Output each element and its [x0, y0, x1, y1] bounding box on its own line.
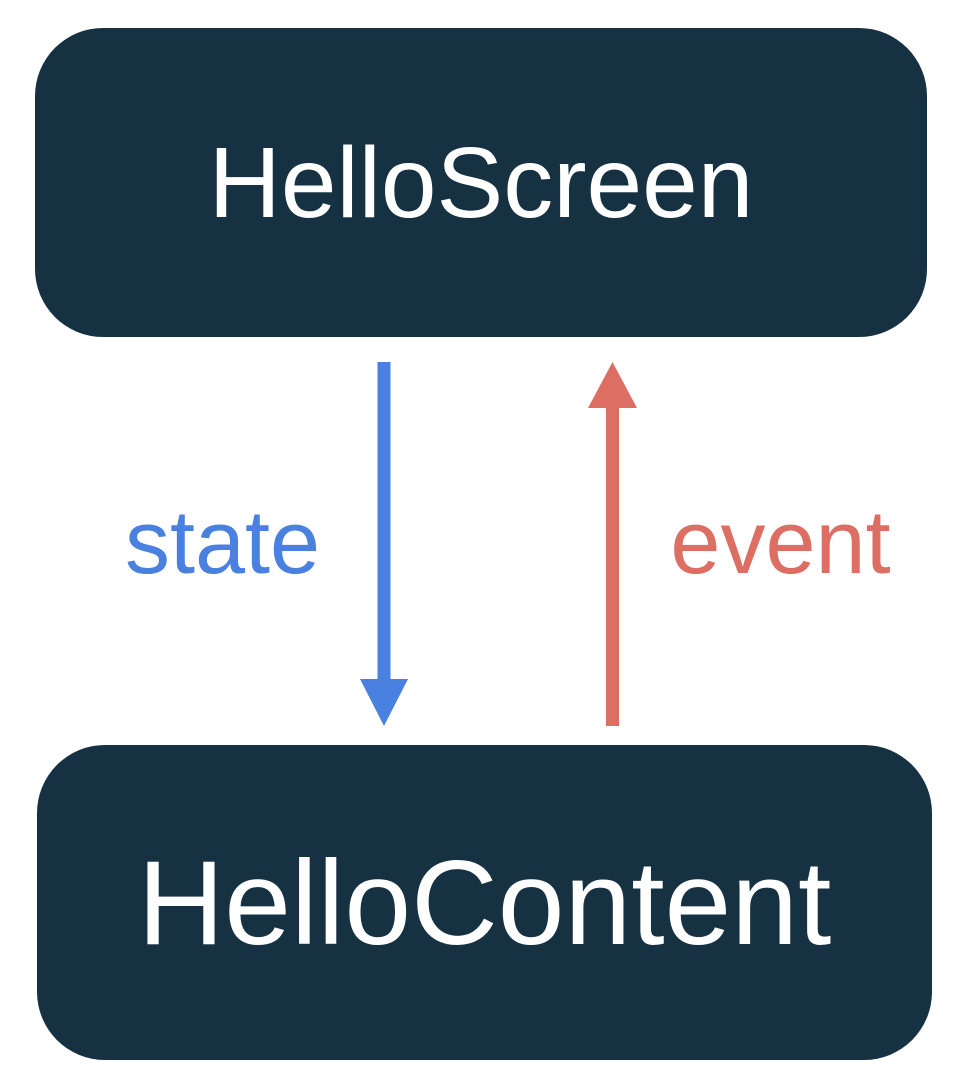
- state-edge-label: state: [124, 493, 321, 593]
- event-arrow-shaft: [606, 407, 619, 726]
- state-arrow-shaft: [377, 362, 391, 681]
- event-edge-label: event: [670, 493, 891, 593]
- event-arrow-head: [588, 362, 637, 408]
- node-helloscreen-label: HelloScreen: [208, 126, 754, 239]
- node-helloscreen: HelloScreen: [35, 28, 927, 337]
- node-hellocontent-label: HelloContent: [137, 835, 832, 970]
- event-arrow-up-icon: [588, 362, 637, 726]
- node-hellocontent: HelloContent: [37, 745, 932, 1060]
- state-arrow-head: [360, 679, 408, 726]
- state-arrow-down-icon: [360, 362, 408, 726]
